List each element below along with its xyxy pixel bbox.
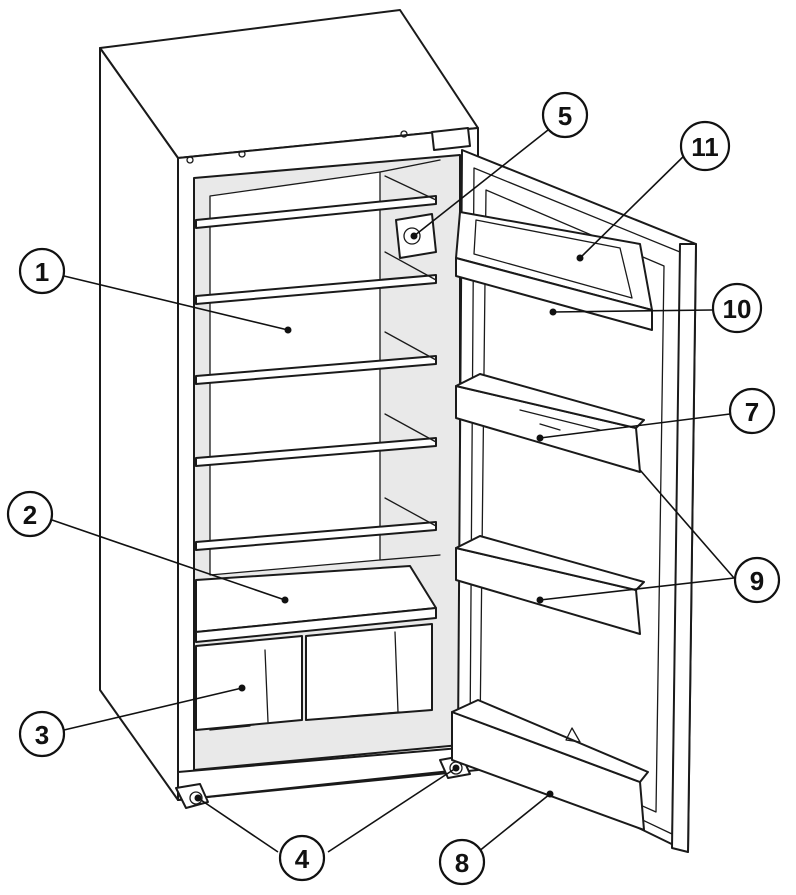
callout-4: 4 (278, 834, 326, 882)
callout-1: 1 (18, 247, 66, 295)
callout-label: 5 (558, 101, 572, 131)
callout-11: 11 (679, 120, 731, 172)
callout-5: 5 (541, 91, 589, 139)
callout-label: 11 (691, 132, 719, 162)
callout-label: 10 (723, 294, 752, 324)
door-shelf-eggs (455, 373, 645, 473)
callout-9: 9 (733, 556, 781, 604)
bottle-shelf (451, 699, 649, 831)
callout-label: 4 (295, 844, 310, 874)
callout-2: 2 (6, 490, 54, 538)
callout-7: 7 (728, 387, 776, 435)
crisper-cover (195, 565, 437, 643)
callout-label: 7 (745, 397, 759, 427)
callout-label: 3 (35, 720, 49, 750)
callout-8: 8 (438, 838, 486, 886)
crisper-drawers (195, 623, 433, 731)
door-shelf-middle (455, 535, 645, 635)
callout-10: 10 (711, 282, 763, 334)
callout-3: 3 (18, 710, 66, 758)
callout-label: 2 (23, 500, 37, 530)
callout-label: 8 (455, 848, 469, 878)
shelves (195, 175, 437, 551)
leader-lines (51, 129, 735, 853)
callout-label: 9 (750, 566, 764, 596)
callout-label: 1 (35, 257, 49, 287)
